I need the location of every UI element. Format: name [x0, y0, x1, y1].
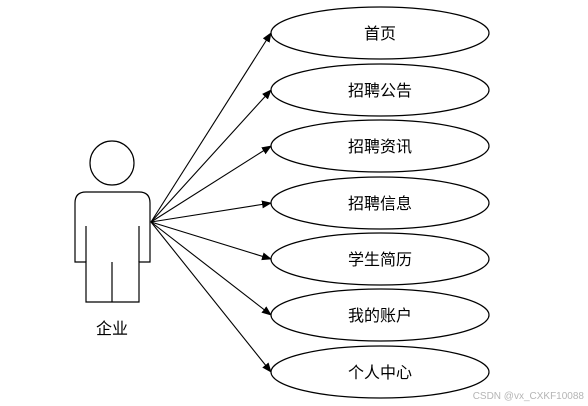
- use-case-4: 学生简历: [270, 232, 490, 286]
- association-arrow-2: [150, 145, 272, 223]
- actor-figure: [74, 140, 151, 303]
- use-case-label-recruit-notice: 招聘公告: [348, 81, 412, 100]
- use-case-ellipse: [270, 345, 490, 399]
- use-case-label-recruit-news: 招聘资讯: [348, 137, 412, 156]
- actor-body: [74, 191, 151, 303]
- use-case-5: 我的账户: [270, 288, 490, 342]
- actor-head: [89, 140, 135, 186]
- association-arrows: [150, 32, 272, 373]
- use-case-label-student-resume: 学生简历: [348, 250, 412, 269]
- actor-label: 企业: [96, 319, 128, 338]
- association-arrow-4: [150, 221, 272, 261]
- use-case-label-my-account: 我的账户: [348, 306, 412, 325]
- association-arrow-0: [150, 32, 272, 223]
- association-arrow-5: [150, 221, 272, 316]
- use-case-2: 招聘资讯: [270, 119, 490, 173]
- use-case-6: 个人中心: [270, 345, 490, 399]
- watermark: CSDN @vx_CXKF10088: [472, 391, 584, 402]
- use-case-label-recruit-info: 招聘信息: [348, 194, 412, 213]
- use-case-0: 首页: [270, 6, 490, 60]
- use-case-label-home: 首页: [364, 24, 396, 43]
- use-case-ellipse: [270, 176, 490, 230]
- use-case-ellipse: [270, 232, 490, 286]
- use-case-ellipse: [270, 288, 490, 342]
- use-case-1: 招聘公告: [270, 63, 490, 117]
- use-case-ellipse: [270, 119, 490, 173]
- association-arrow-6: [150, 221, 272, 373]
- use-case-3: 招聘信息: [270, 176, 490, 230]
- use-case-ellipse: [270, 63, 490, 117]
- association-arrow-1: [150, 89, 272, 223]
- association-arrow-3: [150, 200, 272, 223]
- use-case-ellipse: [270, 6, 490, 60]
- use-case-label-personal-center: 个人中心: [348, 363, 412, 382]
